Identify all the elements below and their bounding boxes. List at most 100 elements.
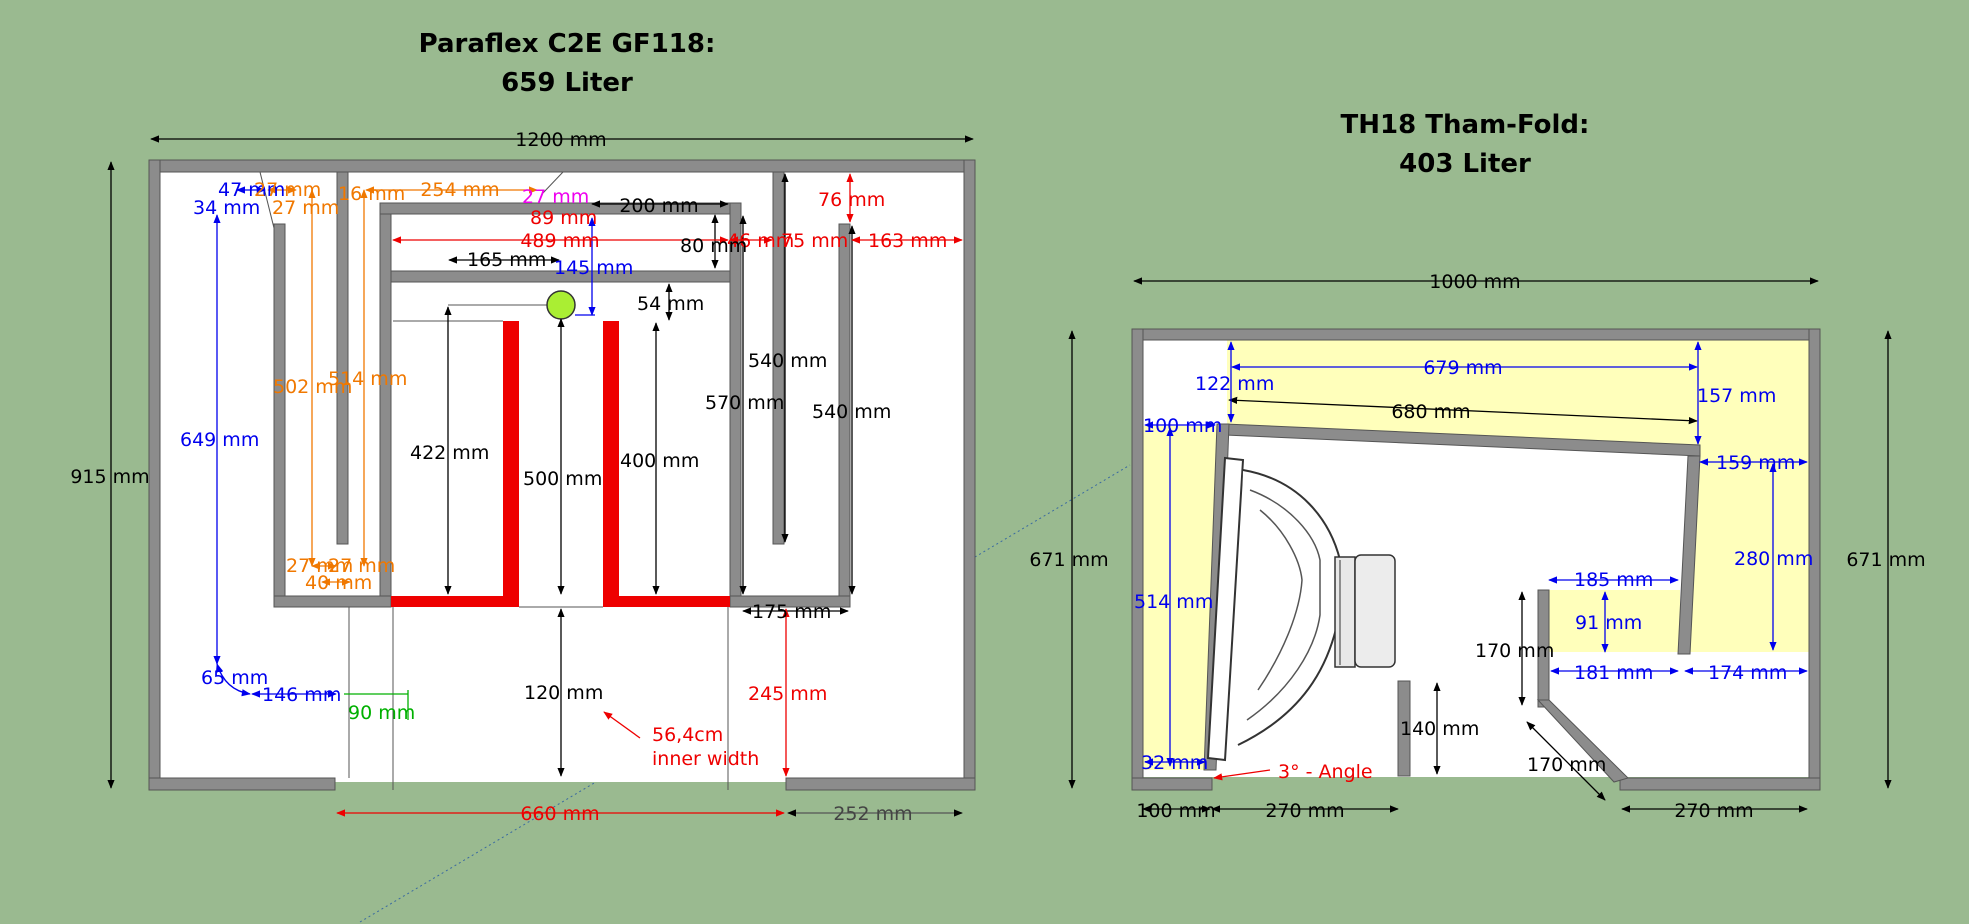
left-inner-floor-left: [273, 595, 392, 608]
right-dim-514-label: 514 mm: [1134, 591, 1213, 613]
dim-40-label: 40 mm: [305, 572, 372, 594]
dim-252-label: 252 mm: [833, 803, 912, 825]
dim-27a-label: 27 mm: [254, 179, 321, 201]
right-dim-157-label: 157 mm: [1697, 385, 1776, 407]
left-right-wall: [963, 159, 976, 791]
dim-76-label: 76 mm: [818, 189, 885, 211]
left-inner-panel-a: [273, 223, 286, 599]
right-port-panel: [1397, 680, 1411, 777]
right-dim-100a-label: 100 mm: [1143, 415, 1222, 437]
dim-200-label: 200 mm: [619, 195, 698, 217]
left-construction-line-6: [542, 171, 564, 194]
right-dim-height-right-label: 671 mm: [1846, 549, 1925, 571]
dim-570-label: 570 mm: [705, 392, 784, 414]
dim-514-label: 514 mm: [328, 368, 407, 390]
right-dim-height-left-label: 671 mm: [1029, 549, 1108, 571]
dim-165-label: 165 mm: [467, 249, 546, 271]
left-construction-line-5: [259, 171, 275, 229]
right-title-line2: 403 Liter: [1399, 149, 1531, 179]
driver-marker: [546, 290, 576, 320]
left-top-wall: [148, 159, 976, 173]
left-bottom-wall-right: [785, 777, 976, 791]
right-top-wall: [1131, 328, 1821, 341]
right-inner-mid-panel: [1537, 589, 1550, 708]
left-title-line1: Paraflex C2E GF118:: [419, 29, 716, 59]
right-dim-width-total-label: 1000 mm: [1429, 271, 1520, 293]
dim-27m-label: 27 mm: [522, 186, 589, 208]
left-red-floor-1: [391, 596, 519, 607]
dim-175-label: 175 mm: [752, 601, 831, 623]
right-bottom-wall-left: [1131, 777, 1213, 791]
speaker-driver-icon: [1206, 456, 1396, 762]
left-red-wall-1: [503, 321, 519, 606]
dim-80-label: 80 mm: [680, 235, 747, 257]
dim-254-label: 254 mm: [420, 179, 499, 201]
left-left-wall: [148, 159, 161, 791]
right-dim-100b-label: 100 mm: [1136, 800, 1215, 822]
dim-90-label: 90 mm: [348, 702, 415, 724]
dim-54-label: 54 mm: [637, 293, 704, 315]
inner-width-label-line1: 56,4cm: [652, 724, 723, 746]
right-dim-280-label: 280 mm: [1734, 548, 1813, 570]
right-dim-174-label: 174 mm: [1708, 662, 1787, 684]
left-inner-panel-c: [379, 202, 392, 607]
right-dim-679-label: 679 mm: [1423, 357, 1502, 379]
right-angle-leader: [1213, 769, 1271, 781]
dim-75-label: 75 mm: [781, 230, 848, 252]
right-dim-181-label: 181 mm: [1574, 662, 1653, 684]
right-cabinet: TH18 Tham-Fold: 403 Liter: [1029, 110, 1925, 822]
dim-height-total-label: 915 mm: [70, 466, 149, 488]
dim-540a-label: 540 mm: [748, 350, 827, 372]
right-yellow-left: [1143, 426, 1227, 770]
dim-400-label: 400 mm: [620, 450, 699, 472]
right-dim-270b-label: 270 mm: [1674, 800, 1753, 822]
dim-245-label: 245 mm: [748, 683, 827, 705]
right-dim-270a-label: 270 mm: [1265, 800, 1344, 822]
dim-65-arc: [215, 663, 251, 697]
dim-120-label: 120 mm: [524, 682, 603, 704]
right-title-line1: TH18 Tham-Fold:: [1341, 110, 1590, 140]
right-dim-122-label: 122 mm: [1195, 373, 1274, 395]
dim-27b-label: 27 mm: [272, 197, 339, 219]
right-left-wall: [1131, 328, 1144, 791]
left-bottom-wall-left: [148, 777, 336, 791]
right-dim-32-label: 32 mm: [1141, 752, 1208, 774]
axis-line: [359, 464, 1131, 923]
dim-46-label: 46 mm: [727, 230, 794, 252]
dim-16-label: 16 mm: [338, 183, 405, 205]
right-angle-label: 3° - Angle: [1278, 761, 1373, 783]
dim-145-label: 145 mm: [554, 257, 633, 279]
dim-489-label: 489 mm: [520, 230, 599, 252]
right-dim-680-line: [1228, 396, 1698, 425]
dim-65-label: 65 mm: [201, 667, 268, 689]
right-dim-170b-line: [1526, 721, 1606, 801]
inner-width-label-line2: inner width: [652, 748, 759, 770]
dim-146-label: 146 mm: [262, 684, 341, 706]
left-inner-panel-b: [336, 171, 349, 545]
right-yellow-right: [1680, 339, 1810, 652]
right-bottom-wall-right: [1619, 777, 1821, 791]
right-dim-91-label: 91 mm: [1575, 612, 1642, 634]
dim-width-total-label: 1200 mm: [515, 129, 606, 151]
left-cabinet: Paraflex C2E GF118: 659 Liter: [70, 29, 976, 825]
left-red-floor-2: [603, 596, 730, 607]
dim-500-label: 500 mm: [523, 468, 602, 490]
right-yellow-mid: [1547, 590, 1680, 652]
dim-649-label: 649 mm: [180, 429, 259, 451]
dim-89-label: 89 mm: [530, 207, 597, 229]
dim-27c-label: 27 mm: [286, 555, 353, 577]
dim-47-label: 47 mm: [218, 179, 285, 201]
right-inner-right-panel: [1677, 455, 1701, 655]
right-dim-680-label: 680 mm: [1391, 401, 1470, 423]
inner-width-leader: [603, 711, 641, 739]
left-red-wall-2: [603, 321, 619, 606]
right-dim-170b-label: 170 mm: [1527, 754, 1606, 776]
dim-502-label: 502 mm: [273, 376, 352, 398]
right-dim-170a-label: 170 mm: [1475, 640, 1554, 662]
dim-660-label: 660 mm: [520, 803, 599, 825]
right-dim-159-label: 159 mm: [1716, 452, 1795, 474]
left-title-line2: 659 Liter: [501, 68, 633, 98]
dim-163-label: 163 mm: [868, 230, 947, 252]
right-dim-185-label: 185 mm: [1574, 569, 1653, 591]
